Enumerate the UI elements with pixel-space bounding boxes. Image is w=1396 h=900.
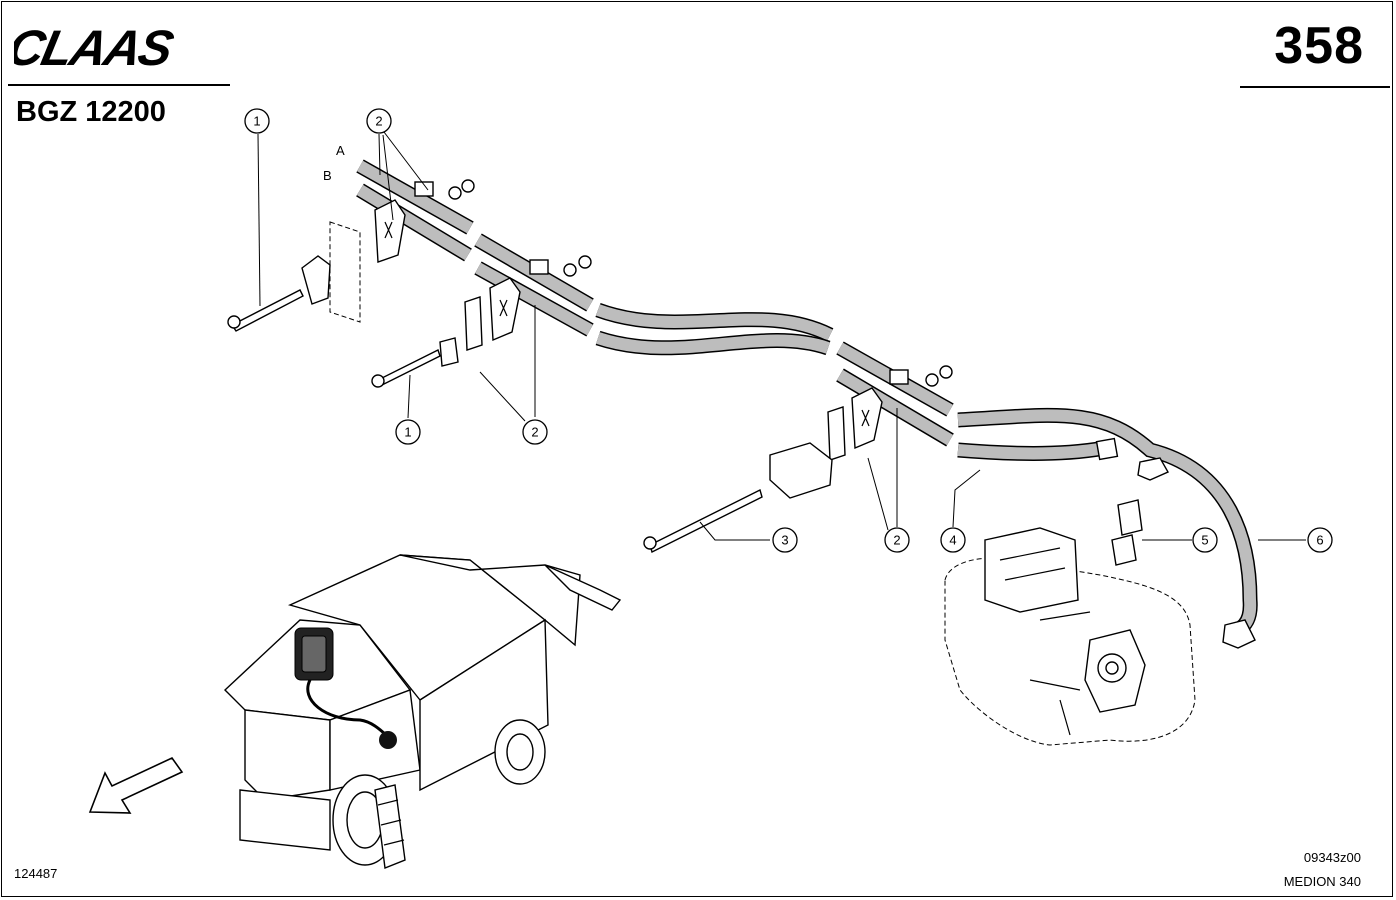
svg-text:2: 2: [375, 114, 382, 129]
claas-logo: CLAAS: [14, 22, 179, 72]
svg-text:4: 4: [949, 533, 956, 548]
callout-item-4: 4: [940, 527, 966, 553]
leader-lines: [257, 131, 1306, 541]
hose-clamp-2: [371, 255, 592, 388]
callout-item-3: 3: [772, 527, 798, 553]
svg-text:6: 6: [1316, 533, 1323, 548]
header-rule-right: [1240, 86, 1390, 88]
combine-harvester-illustration: [223, 554, 622, 869]
hose-clamp-3: [643, 365, 953, 554]
model-code: BGZ 12200: [16, 96, 166, 128]
drawing-code: 09343z00: [1303, 850, 1361, 865]
svg-text:5: 5: [1201, 533, 1208, 548]
callout-item-2-right: 2: [884, 527, 910, 553]
callout-item-1-top: 1: [244, 108, 270, 134]
svg-text:2: 2: [893, 533, 900, 548]
machine-name: MEDION 340: [1283, 874, 1361, 889]
header-rule-left: [8, 84, 230, 86]
hose-fittings: [1095, 437, 1256, 649]
document-number: 124487: [14, 866, 58, 881]
direction-arrow: [88, 756, 184, 814]
callout-item-2-top: 2: [366, 108, 392, 134]
svg-text:1: 1: [253, 114, 260, 129]
line-label-a: A: [336, 143, 345, 158]
hose-clamp-1: [227, 179, 475, 332]
svg-text:2: 2: [531, 425, 538, 440]
svg-text:1: 1: [404, 425, 411, 440]
callout-item-2-middle: 2: [522, 419, 548, 445]
callout-item-1-bottom: 1: [395, 419, 421, 445]
svg-text:3: 3: [781, 533, 788, 548]
line-label-b: B: [323, 168, 332, 183]
hydraulic-pump: [944, 527, 1196, 746]
brand-logo-text: CLAAS: [14, 22, 179, 72]
callout-item-6: 6: [1307, 527, 1333, 553]
callout-item-5: 5: [1192, 527, 1218, 553]
hose-line-b: [356, 183, 1112, 461]
page-number: 358: [1274, 17, 1364, 75]
